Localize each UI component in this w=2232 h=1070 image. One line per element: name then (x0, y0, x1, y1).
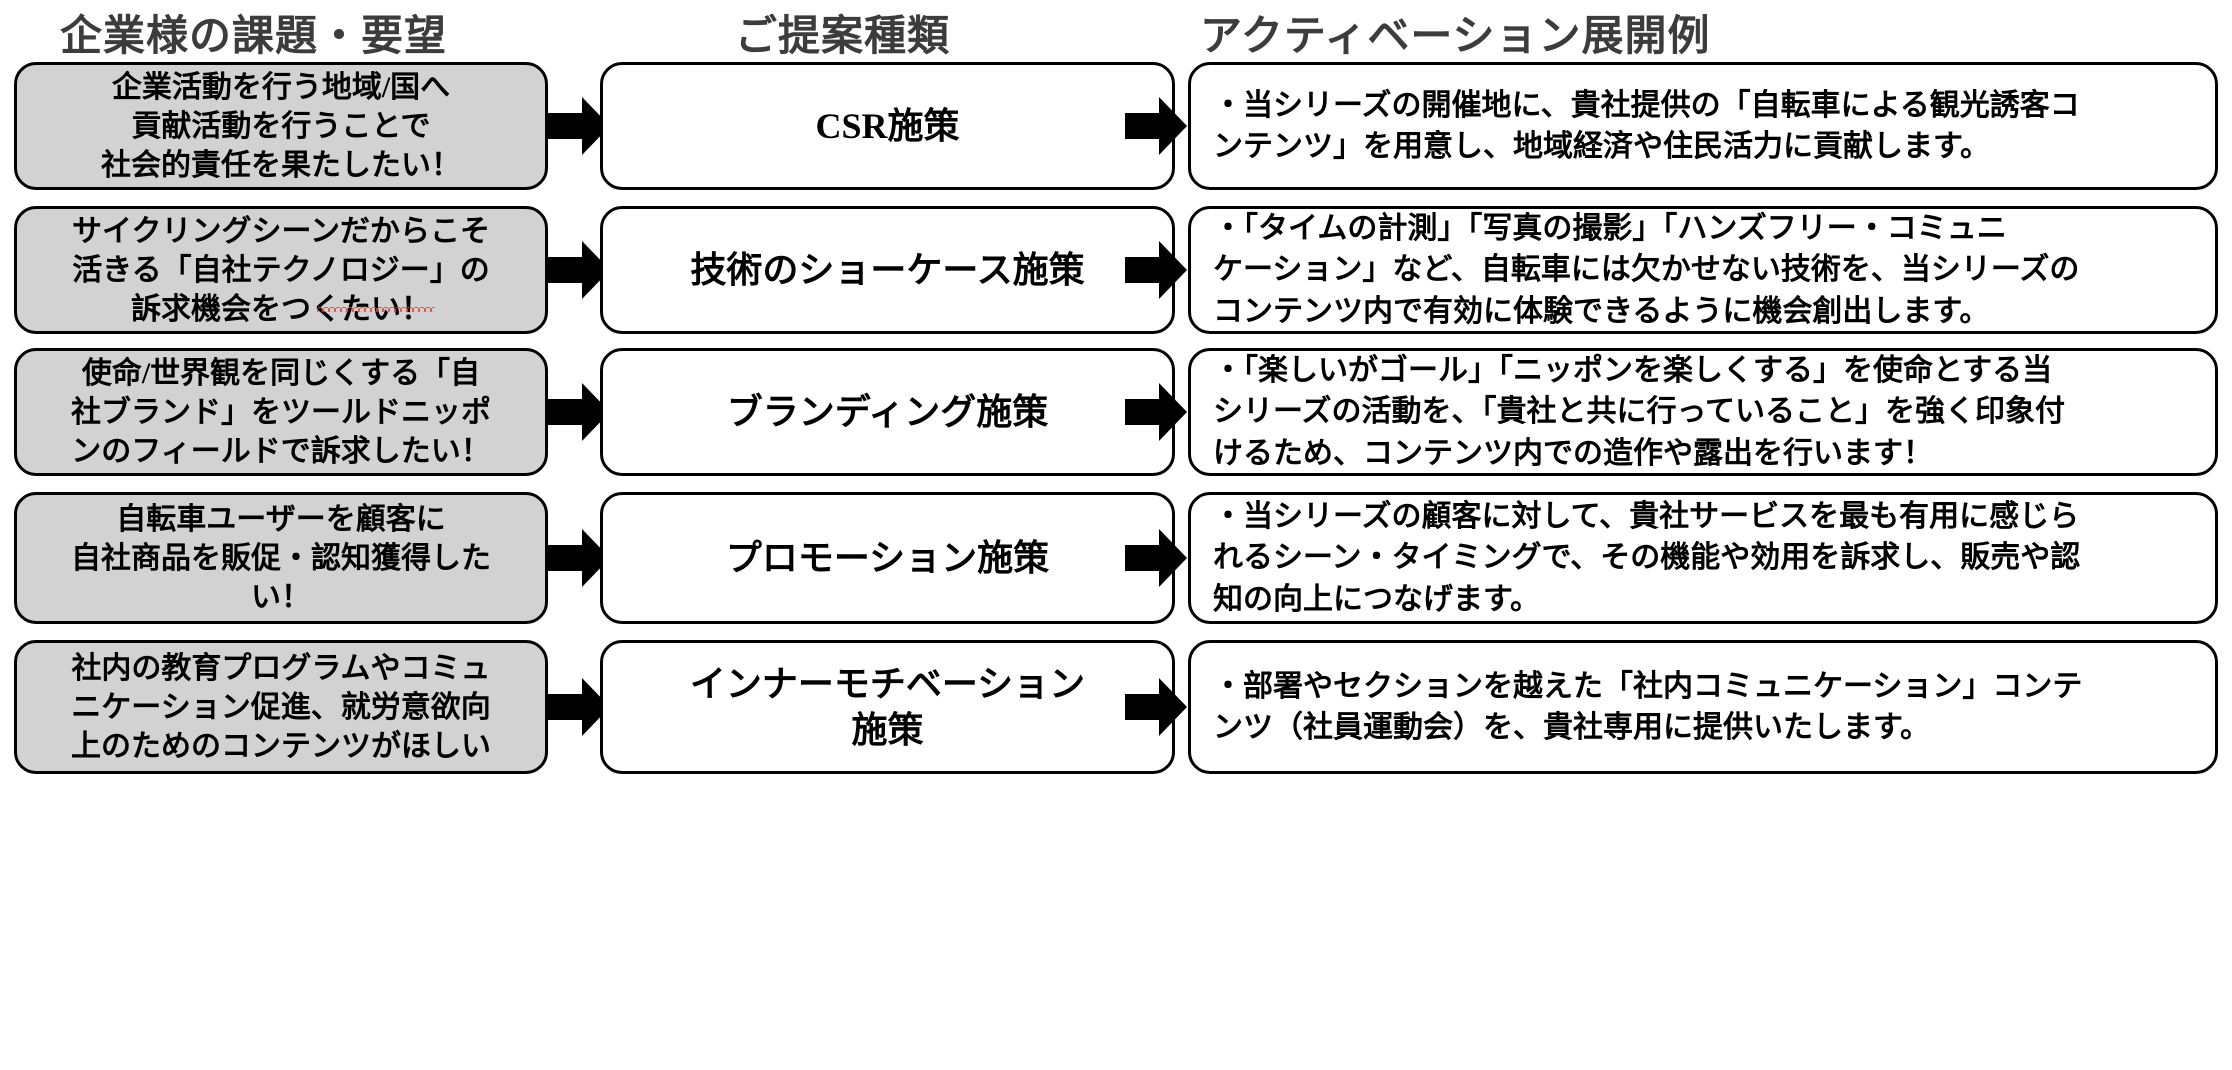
activation-box-2[interactable]: ・「タイムの計測」「写真の撮影」「ハンズフリー・コミュニ ケーション」など、自転… (1188, 206, 2218, 334)
issue-box-3[interactable]: 使命/世界観を同じくする「自 社ブランド」をツールドニッポ ンのフィールドで訴求… (14, 348, 548, 476)
issue-text-2: サイクリングシーンだからこそ 活きる「自社テクノロジー」の 訴求機会をつくたい！ (72, 214, 490, 326)
arrow-right-icon (1125, 674, 1187, 740)
activation-box-3[interactable]: ・「楽しいがゴール」「ニッポンを楽しくする」を使命とする当 シリーズの活動を、「… (1188, 348, 2218, 476)
proposal-type-box-3[interactable]: ブランディング施策 (600, 348, 1175, 476)
activation-text-1: ・当シリーズの開催地に、貴社提供の「自転車による観光誘客コ ンテンツ」を用意し、… (1213, 88, 2080, 163)
arrow-right-icon (1125, 93, 1187, 159)
column-header-activation: アクティベーション展開例 (1200, 14, 1711, 60)
diagram-row: 使命/世界観を同じくする「自 社ブランド」をツールドニッポ ンのフィールドで訴求… (0, 348, 2232, 476)
issue-box-2[interactable]: サイクリングシーンだからこそ 活きる「自社テクノロジー」の 訴求機会をつくたい！ (14, 206, 548, 334)
arrow-right-icon (548, 93, 610, 159)
arrow-right-icon (1125, 379, 1187, 445)
arrow-right-icon (1125, 525, 1187, 591)
activation-box-4[interactable]: ・当シリーズの顧客に対して、貴社サービスを最も有用に感じら れるシーン・タイミン… (1188, 492, 2218, 624)
diagram-row: サイクリングシーンだからこそ 活きる「自社テクノロジー」の 訴求機会をつくたい！… (0, 206, 2232, 334)
arrow-right-icon (548, 674, 610, 740)
column-header-issue: 企業様の課題・要望 (60, 14, 448, 60)
activation-box-5[interactable]: ・部署やセクションを越えた「社内コミュニケーション」コンテ ンツ（社員運動会）を… (1188, 640, 2218, 774)
issue-box-1[interactable]: 企業活動を行う地域/国へ 貢献活動を行うことで 社会的責任を果たしたい！ (14, 62, 548, 190)
diagram-row: 企業活動を行う地域/国へ 貢献活動を行うことで 社会的責任を果たしたい！ CSR… (0, 62, 2232, 190)
spellcheck-underline (317, 305, 435, 312)
proposal-type-text-1: CSR施策 (815, 105, 960, 146)
issue-box-4[interactable]: 自転車ユーザーを顧客に 自社商品を販促・認知獲得した い！ (14, 492, 548, 624)
diagram-row: 自転車ユーザーを顧客に 自社商品を販促・認知獲得した い！ プロモーション施策 … (0, 492, 2232, 624)
issue-text-5: 社内の教育プログラムやコミュ ニケーション促進、就労意欲向 上のためのコンテンツ… (71, 651, 491, 763)
issue-box-5[interactable]: 社内の教育プログラムやコミュ ニケーション促進、就労意欲向 上のためのコンテンツ… (14, 640, 548, 774)
proposal-type-text-5: インナーモチベーション 施策 (689, 663, 1086, 750)
proposal-type-box-5[interactable]: インナーモチベーション 施策 (600, 640, 1175, 774)
issue-text-4: 自転車ユーザーを顧客に 自社商品を販促・認知獲得した い！ (71, 502, 491, 614)
column-header-proposal-type: ご提案種類 (735, 14, 951, 60)
activation-text-4: ・当シリーズの顧客に対して、貴社サービスを最も有用に感じら れるシーン・タイミン… (1213, 499, 2081, 616)
proposal-type-text-2: 技術のショーケース施策 (690, 249, 1085, 290)
activation-text-2: ・「タイムの計測」「写真の撮影」「ハンズフリー・コミュニ ケーション」など、自転… (1213, 211, 2080, 328)
activation-box-1[interactable]: ・当シリーズの開催地に、貴社提供の「自転車による観光誘客コ ンテンツ」を用意し、… (1188, 62, 2218, 190)
arrow-right-icon (548, 379, 610, 445)
issue-text-1: 企業活動を行う地域/国へ 貢献活動を行うことで 社会的責任を果たしたい！ (101, 70, 461, 182)
arrow-right-icon (548, 525, 610, 591)
proposal-type-box-2[interactable]: 技術のショーケース施策 (600, 206, 1175, 334)
issue-text-3: 使命/世界観を同じくする「自 社ブランド」をツールドニッポ ンのフィールドで訴求… (71, 356, 491, 468)
proposal-type-text-3: ブランディング施策 (726, 391, 1049, 432)
activation-text-5: ・部署やセクションを越えた「社内コミュニケーション」コンテ ンツ（社員運動会）を… (1213, 669, 2083, 744)
arrow-right-icon (1125, 237, 1187, 303)
proposal-type-box-4[interactable]: プロモーション施策 (600, 492, 1175, 624)
arrow-right-icon (548, 237, 610, 303)
proposal-type-text-4: プロモーション施策 (725, 537, 1050, 578)
proposal-type-box-1[interactable]: CSR施策 (600, 62, 1175, 190)
diagram-row: 社内の教育プログラムやコミュ ニケーション促進、就労意欲向 上のためのコンテンツ… (0, 640, 2232, 774)
activation-text-3: ・「楽しいがゴール」「ニッポンを楽しくする」を使命とする当 シリーズの活動を、「… (1213, 353, 2065, 470)
